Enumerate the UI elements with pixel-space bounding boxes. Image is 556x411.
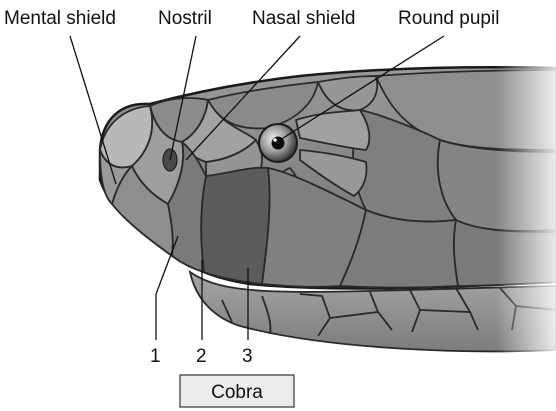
caption-box: Cobra <box>180 375 294 407</box>
label-nasal-shield: Nasal shield <box>252 8 356 29</box>
label-nostril: Nostril <box>158 8 212 29</box>
caption-label: Cobra <box>211 382 263 403</box>
eye <box>259 124 297 162</box>
scale-number-3: 3 <box>242 346 253 367</box>
label-round-pupil: Round pupil <box>398 8 499 29</box>
scale-number-1: 1 <box>150 346 161 367</box>
label-mental-shield: Mental shield <box>4 8 116 29</box>
scale-number-2: 2 <box>196 346 207 367</box>
